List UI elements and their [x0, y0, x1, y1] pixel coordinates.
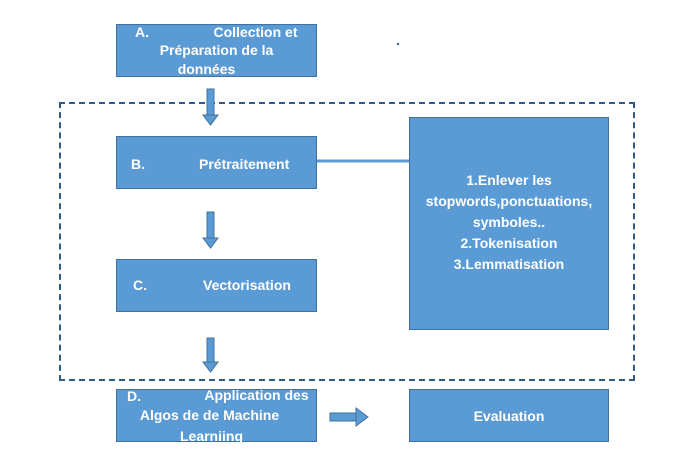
arrow-b-to-c — [202, 211, 219, 249]
preprocessing-group-frame — [59, 102, 635, 381]
arrow-a-to-b — [202, 88, 219, 126]
step-line-4: 2.Tokenisation — [460, 235, 558, 251]
arrow-c-to-d — [202, 337, 219, 373]
step-line-2: stopwords,ponctuations, — [425, 193, 593, 209]
box-a-letter: A. — [135, 24, 149, 40]
box-preprocessing-steps: 1.Enlever les stopwords,ponctuations, sy… — [409, 117, 609, 330]
box-a-line-1: Collection et — [213, 24, 298, 40]
stray-dot — [397, 43, 399, 45]
steps-list: 1.Enlever les stopwords,ponctuations, sy… — [400, 170, 618, 275]
box-a-line-2: Préparation de la — [159, 42, 274, 58]
box-d-letter: D. — [127, 388, 141, 404]
box-d-line-1: Application des — [204, 387, 309, 403]
box-d-line-2: Algos de de Machine — [139, 407, 280, 423]
step-line-5: 3.Lemmatisation — [453, 256, 565, 272]
box-vectorisation: C. Vectorisation — [116, 259, 317, 312]
evaluation-label: Evaluation — [473, 408, 545, 424]
box-a-label: Collection et Préparation de la données — [117, 22, 316, 80]
box-b-letter: B. — [131, 156, 145, 172]
box-c-letter: C. — [133, 277, 147, 293]
box-collection-preparation: A. Collection et Préparation de la donné… — [116, 24, 317, 77]
arrow-d-to-evaluation — [329, 407, 369, 427]
box-c-label: Vectorisation — [203, 277, 291, 293]
step-line-1: 1.Enlever les — [466, 172, 552, 188]
box-d-line-3: Learniing — [179, 428, 243, 444]
box-evaluation: Evaluation — [409, 389, 609, 442]
box-pretraitement: B. Prétraitement — [116, 136, 317, 189]
box-application-algos: D. Application des Algos de de Machine L… — [116, 387, 317, 444]
step-line-3: symboles.. — [472, 214, 546, 230]
box-b-label: Prétraitement — [199, 156, 290, 172]
box-a-line-3: données — [177, 61, 236, 77]
box-d-label: Application des Algos de de Machine Lear… — [117, 386, 316, 446]
